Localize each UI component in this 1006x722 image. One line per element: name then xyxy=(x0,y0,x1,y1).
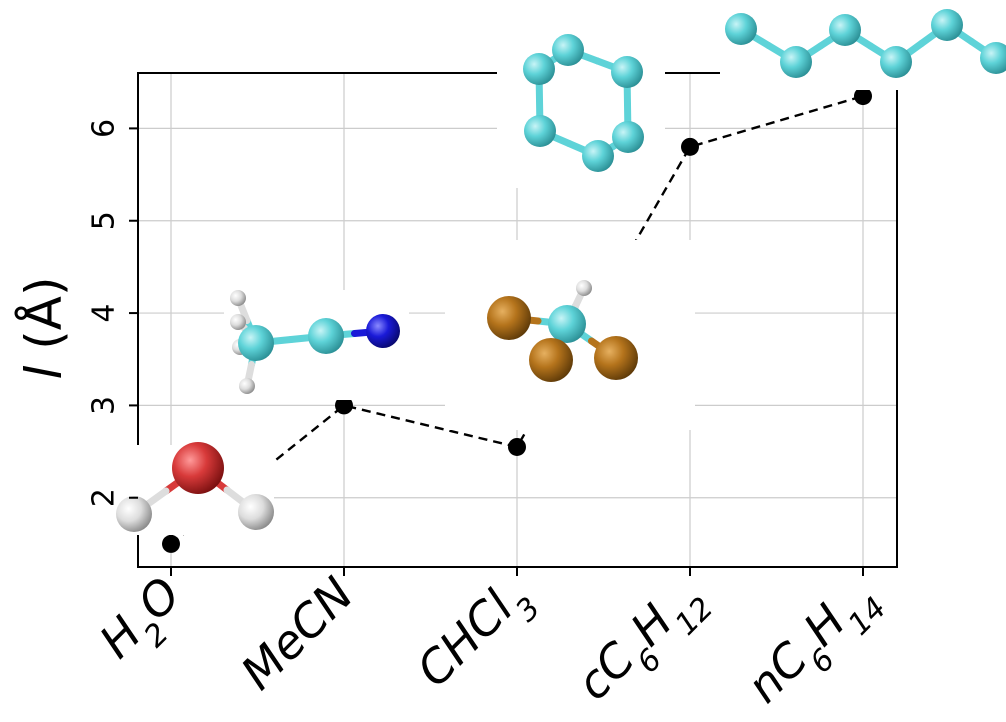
carbon-atom xyxy=(552,34,584,66)
nitrogen-atom xyxy=(366,314,400,348)
series xyxy=(162,87,872,553)
carbon-atom xyxy=(582,140,614,172)
carbon-atom xyxy=(780,46,812,78)
y-tick-label: 4 xyxy=(87,304,122,323)
x-tick-label: CHCl3 xyxy=(406,567,547,708)
y-tick-label: 3 xyxy=(87,396,122,415)
carbon-atom xyxy=(523,53,555,85)
chlorine-atom xyxy=(594,336,638,380)
x-tick-label: cC6H12 xyxy=(566,567,720,718)
y-tick-label: 5 xyxy=(87,211,122,230)
carbon-atom xyxy=(829,14,861,46)
oxygen-atom xyxy=(172,442,224,494)
y-axis-label: l (Å) xyxy=(15,276,73,379)
data-point xyxy=(508,437,526,456)
data-point xyxy=(335,396,353,415)
y-tick-label: 2 xyxy=(87,488,122,507)
x-tick-label: MeCN xyxy=(230,567,363,700)
cyclohexane-molecule xyxy=(497,30,665,188)
carbon-atom xyxy=(611,56,643,88)
hydrogen-atom xyxy=(239,378,255,394)
acetonitrile-molecule xyxy=(224,290,409,400)
hydrogen-atom xyxy=(230,314,246,330)
molecule-icons xyxy=(114,0,1006,535)
chlorine-atom xyxy=(487,296,531,340)
carbon-atom xyxy=(880,46,912,78)
data-point xyxy=(854,87,872,106)
hydrogen-atom xyxy=(238,494,274,530)
carbon-atom xyxy=(980,42,1006,74)
hexane-molecule xyxy=(720,0,1006,90)
x-tick-label: H2O xyxy=(89,567,201,679)
carbon-atom xyxy=(548,305,586,343)
hydrogen-atom xyxy=(116,496,152,532)
hydrogen-atom xyxy=(230,290,246,306)
y-tick-label: 6 xyxy=(87,119,122,138)
data-point xyxy=(681,137,699,156)
carbon-atom xyxy=(524,115,556,147)
chloroform-molecule xyxy=(445,240,695,430)
carbon-atom xyxy=(725,13,757,45)
x-tick-label: nC6H14 xyxy=(736,567,893,718)
chlorine-atom xyxy=(529,338,573,382)
axis-labels: l (Å) xyxy=(15,276,73,379)
carbon-atom xyxy=(612,121,644,153)
data-point xyxy=(162,534,180,553)
hydrogen-atom xyxy=(576,280,592,296)
carbon-atom xyxy=(308,318,344,354)
carbon-atom xyxy=(931,9,963,41)
carbon-atom xyxy=(238,325,274,361)
water-molecule xyxy=(114,442,274,535)
